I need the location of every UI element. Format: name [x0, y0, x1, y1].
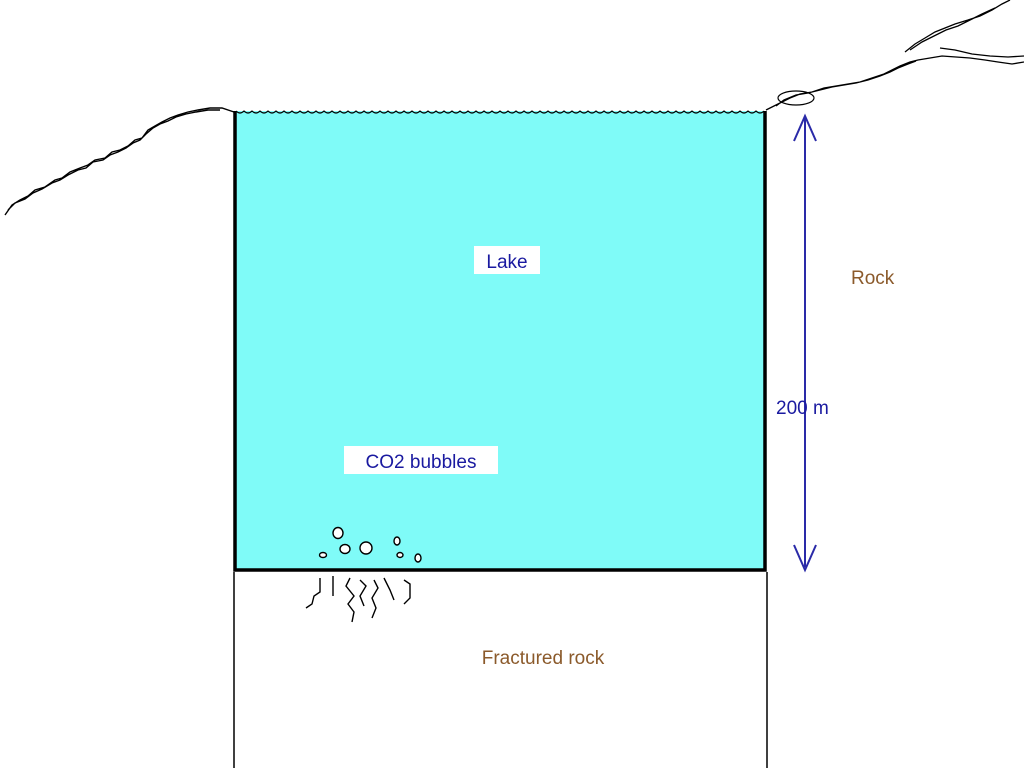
lake-water [235, 111, 765, 570]
fractured-rock-label: Fractured rock [482, 648, 605, 669]
depth-label: 200 m [776, 398, 829, 419]
lake-label-background [474, 246, 540, 274]
left-terrain-line [4, 107, 235, 216]
water-surface [235, 110, 765, 114]
fractures-icon [305, 576, 411, 623]
bubbles-label: CO2 bubbles [366, 452, 477, 473]
right-terrain-rock-nub [777, 90, 815, 106]
rock-label: Rock [851, 268, 895, 289]
right-terrain-line [765, 0, 1024, 111]
lake-label: Lake [486, 252, 527, 273]
depth-arrow-icon [793, 113, 817, 573]
lake-outline [233, 111, 767, 572]
bubbles-icon [318, 526, 422, 563]
bubbles-label-background [344, 446, 498, 474]
